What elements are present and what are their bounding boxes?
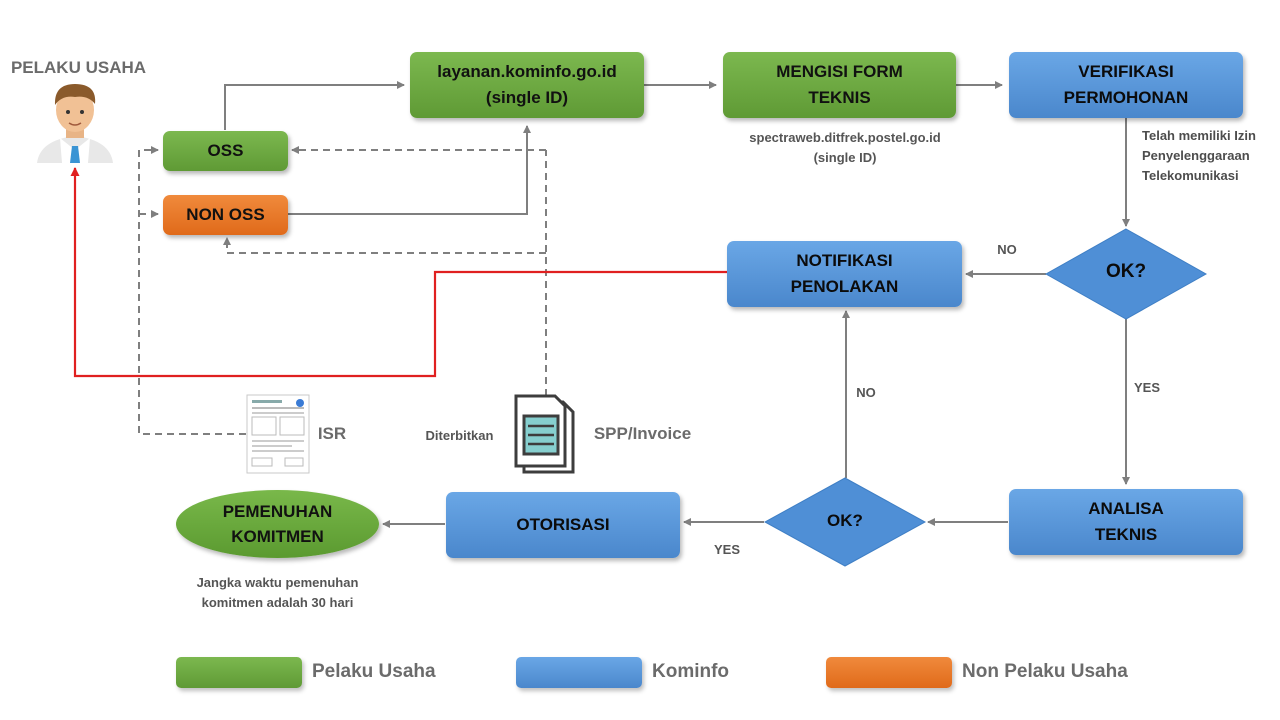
dashed-to-nonoss <box>223 237 546 254</box>
legend-label-pelaku-usaha: Pelaku Usaha <box>312 661 436 682</box>
dashed-isr-left <box>138 146 246 435</box>
node-mengisi-form[interactable]: MENGISI FORM TEKNIS <box>723 52 956 118</box>
edge-nonoss-layanan <box>288 125 531 215</box>
edge-oss-layanan <box>224 81 405 130</box>
businessman-icon <box>37 84 113 163</box>
legend-label-kominfo: Kominfo <box>652 661 730 682</box>
invoice-document-icon <box>514 394 575 474</box>
edge-label-yes-bottom: YES <box>713 542 740 557</box>
node-layanan[interactable]: layanan.kominfo.go.id (single ID) <box>410 52 644 118</box>
note-spectraweb: spectraweb.ditfrek.postel.go.id (single … <box>749 130 941 165</box>
node-analisa-teknis[interactable]: ANALISA TEKNIS <box>1009 489 1243 555</box>
note-telah-memiliki-izin: Telah memiliki Izin Penyelenggaraan Tele… <box>1142 128 1256 183</box>
legend-label-non-pelaku-usaha: Non Pelaku Usaha <box>962 661 1128 682</box>
legend-swatch-pelaku-usaha <box>176 657 302 688</box>
diterbitkan-label: Diterbitkan <box>425 428 494 443</box>
decision-ok2-diamond <box>763 477 927 567</box>
decision-ok-diamond <box>1044 228 1208 320</box>
node-notifikasi-penolakan[interactable]: NOTIFIKASI PENOLAKAN <box>727 241 962 307</box>
node-non-oss[interactable]: NON OSS <box>163 195 288 235</box>
note-jangka-waktu: Jangka waktu pemenuhan komitmen adalah 3… <box>196 575 359 610</box>
decision-ok-label: OK? <box>1105 261 1147 282</box>
edge-label-yes-right: YES <box>1133 380 1160 395</box>
decision-ok2-label: OK? <box>827 511 863 530</box>
spp-invoice-label: SPP/Invoice <box>593 424 692 443</box>
edge-label-no-mid: NO <box>856 385 876 400</box>
certificate-document-icon <box>246 394 310 474</box>
actor-label: PELAKU USAHA <box>10 58 147 77</box>
isr-label: ISR <box>317 424 347 443</box>
legend-swatch-kominfo <box>516 657 642 688</box>
node-otorisasi[interactable]: OTORISASI <box>446 492 680 558</box>
legend-swatch-non-pelaku-usaha <box>826 657 952 688</box>
node-oss[interactable]: OSS <box>163 131 288 171</box>
node-pemenuhan-komitmen[interactable]: PEMENUHAN KOMITMEN <box>176 490 379 558</box>
node-verifikasi[interactable]: VERIFIKASI PERMOHONAN <box>1009 52 1243 118</box>
red-rejection-line <box>70 167 727 378</box>
edge-label-no-top: NO <box>997 242 1017 257</box>
